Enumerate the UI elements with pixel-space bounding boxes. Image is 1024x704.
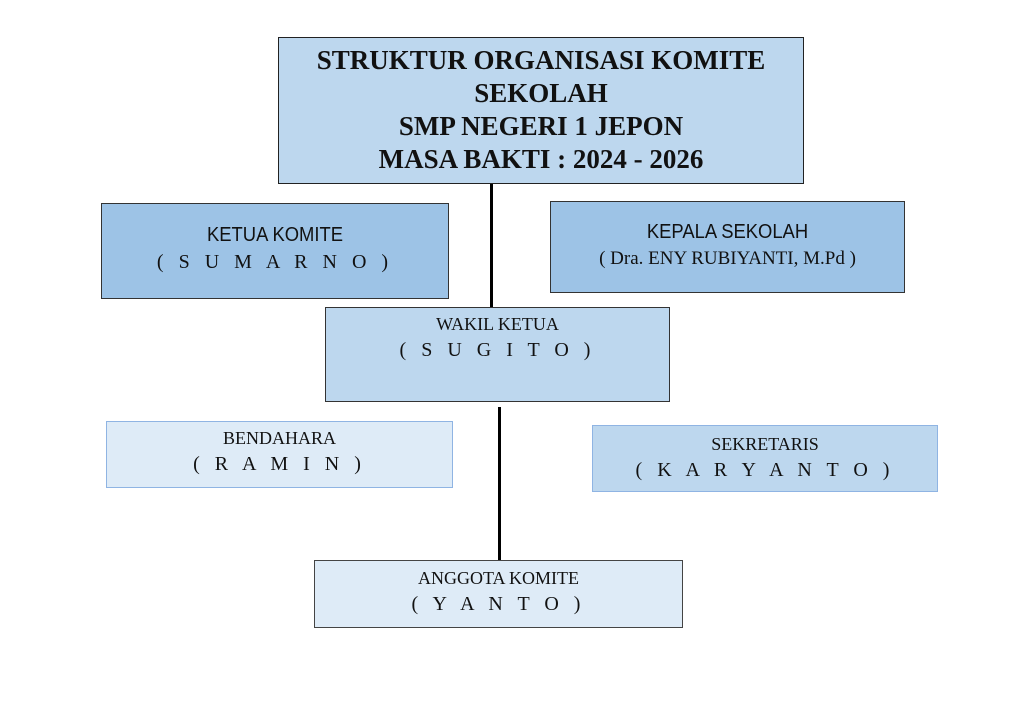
title-line-3: SMP NEGERI 1 JEPON	[398, 111, 684, 141]
node-person: ( Y A N T O )	[411, 593, 586, 615]
title-line-2: SEKOLAH	[474, 78, 608, 108]
node-role: BENDAHARA	[222, 428, 336, 448]
node-anggota-komite: ANGGOTA KOMITE ( Y A N T O )	[314, 560, 683, 628]
node-person: ( S U G I T O )	[399, 339, 596, 361]
node-person: ( Dra. ENY RUBIYANTI, M.Pd )	[599, 248, 856, 269]
title-line-4: MASA BAKTI : 2024 - 2026	[378, 144, 704, 174]
node-role: KETUA KOMITE	[207, 224, 343, 246]
connector-bottom	[498, 407, 501, 560]
node-kepala-sekolah: KEPALA SEKOLAH ( Dra. ENY RUBIYANTI, M.P…	[550, 201, 905, 293]
node-role: WAKIL KETUA	[436, 314, 559, 334]
node-role: SEKRETARIS	[711, 434, 819, 454]
connector-top	[490, 183, 493, 307]
node-person: ( S U M A R N O )	[156, 251, 394, 273]
node-role: KEPALA SEKOLAH	[646, 221, 809, 243]
node-wakil-ketua: WAKIL KETUA ( S U G I T O )	[325, 307, 670, 402]
node-sekretaris: SEKRETARIS ( K A R Y A N T O )	[592, 425, 938, 492]
node-ketua-komite: KETUA KOMITE ( S U M A R N O )	[101, 203, 449, 299]
node-person: ( K A R Y A N T O )	[635, 459, 895, 481]
node-bendahara: BENDAHARA ( R A M I N )	[106, 421, 453, 488]
title-line-1: STRUKTUR ORGANISASI KOMITE	[316, 45, 766, 75]
diagram-title: STRUKTUR ORGANISASI KOMITE SEKOLAH SMP N…	[278, 37, 804, 184]
node-role: ANGGOTA KOMITE	[417, 568, 580, 588]
node-person: ( R A M I N )	[193, 453, 366, 475]
